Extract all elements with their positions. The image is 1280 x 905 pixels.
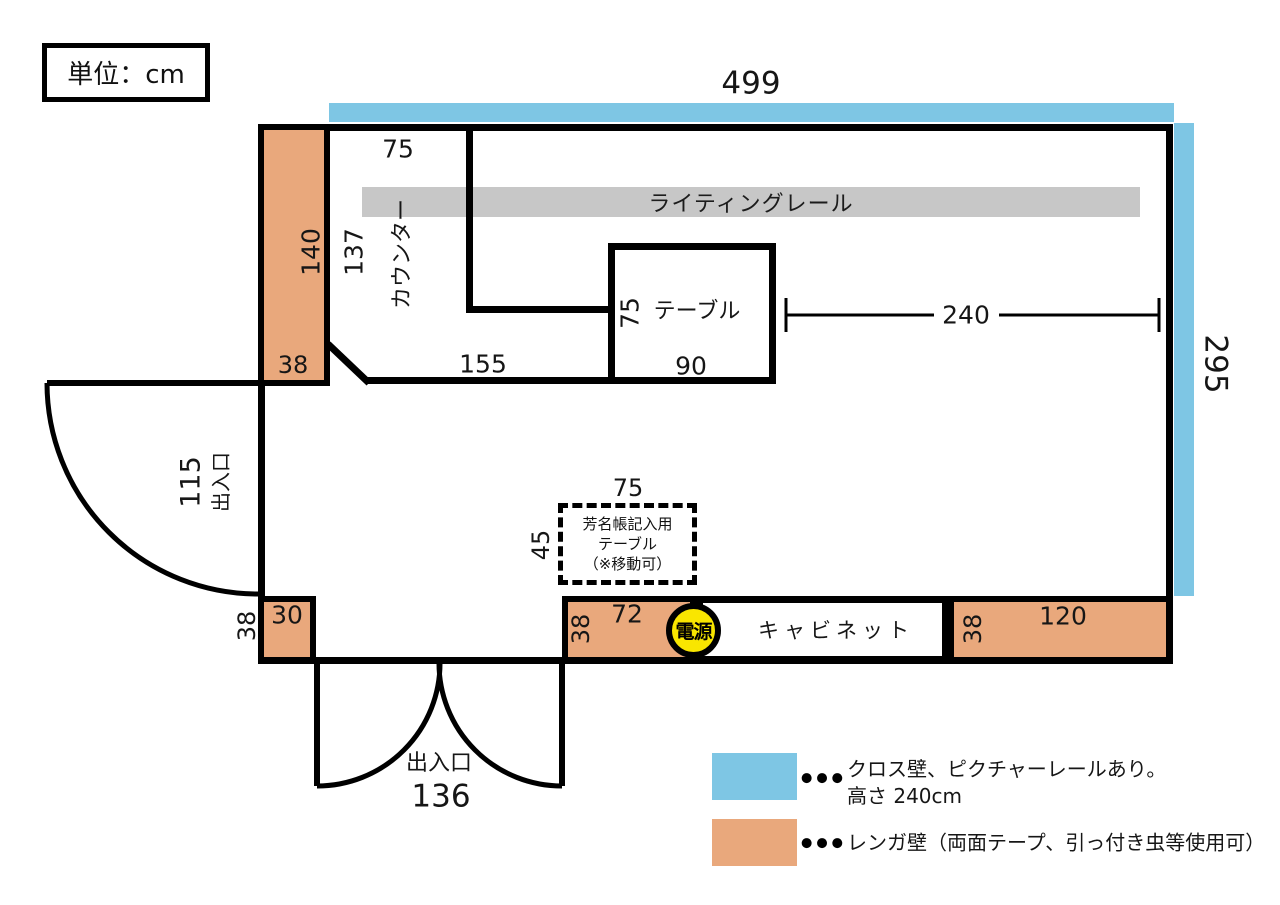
bottom-door-label: 出入口 (405, 751, 473, 776)
dim-left-wall-thickness: 38 (277, 351, 309, 379)
legend-brick-wall-swatch (712, 819, 797, 866)
power-outlet: 電源 (666, 603, 721, 658)
dim-guest-table-width: 75 (612, 474, 644, 502)
brick-wall-bottom-left (258, 596, 316, 663)
legend-cross-wall-swatch (712, 753, 797, 800)
counter-right-line (466, 129, 473, 312)
lighting-rail: ライティングレール (362, 187, 1140, 217)
dim-left-door-width: 115 (175, 456, 207, 508)
dim-bottom-right-thickness: 38 (959, 613, 987, 645)
legend-brick-wall-dots: ●●● (800, 835, 848, 851)
top-cross-wall-bar (329, 103, 1174, 122)
guest-table-line2: テーブル (597, 535, 658, 553)
counter-label: カウンター (390, 198, 415, 310)
dim-left-door-wall-thickness: 38 (233, 610, 261, 642)
legend-brick-wall-text: レンガ壁（両面テープ、引っ付き虫等使用可） (847, 830, 1266, 855)
dim-bottom-right-length: 120 (1039, 601, 1087, 631)
guest-table-box: 芳名帳記入用 テーブル （※移動可） (558, 503, 697, 585)
dim-table-depth: 75 (615, 297, 645, 329)
legend-cross-wall-text: クロス壁、ピクチャーレールあり。 高さ 240cm (847, 756, 1166, 810)
dim-left-wall-length: 140 (296, 228, 326, 276)
dim-bottom-mid-thickness: 38 (567, 613, 595, 645)
power-outlet-label: 電源 (675, 621, 712, 643)
lighting-rail-label: ライティングレール (648, 192, 854, 217)
dim-bottom-left-wall: 30 (271, 600, 303, 630)
legend-cross-wall-line1: クロス壁、ピクチャーレールあり。 (847, 757, 1167, 781)
brick-wall-left-top (258, 124, 330, 386)
dim-right-height: 295 (1197, 334, 1234, 394)
dim-bottom-door-width: 136 (411, 778, 471, 815)
counter-bottom-line (466, 306, 612, 313)
dim-top-width: 499 (721, 65, 781, 102)
cabinet-label: キャビネット (758, 618, 914, 643)
dim-bottom-mid-length: 72 (611, 599, 643, 629)
dim-counter-length: 137 (339, 228, 369, 276)
table-box (608, 243, 776, 384)
left-door-label: 出入口 (209, 452, 233, 512)
legend-cross-wall-line2: 高さ 240cm (847, 784, 963, 808)
dim-counter-clearance: 155 (459, 349, 507, 379)
table-label: テーブル (653, 299, 741, 324)
dim-open-space: 240 (942, 300, 990, 330)
brick-wall-bottom-right (948, 596, 1172, 663)
unit-label: 単位：cm (67, 60, 185, 90)
right-cross-wall-bar (1174, 123, 1194, 596)
dim-counter-top: 75 (382, 134, 414, 164)
guest-table-line1: 芳名帳記入用 (582, 515, 673, 533)
counter-clearance-line (366, 377, 612, 384)
unit-label-box: 単位：cm (42, 43, 210, 102)
guest-table-line3: （※移動可） (583, 555, 672, 573)
dim-table-width: 90 (675, 351, 707, 381)
dim-guest-table-depth: 45 (527, 529, 555, 561)
legend-cross-wall-dots: ●●● (800, 770, 848, 786)
